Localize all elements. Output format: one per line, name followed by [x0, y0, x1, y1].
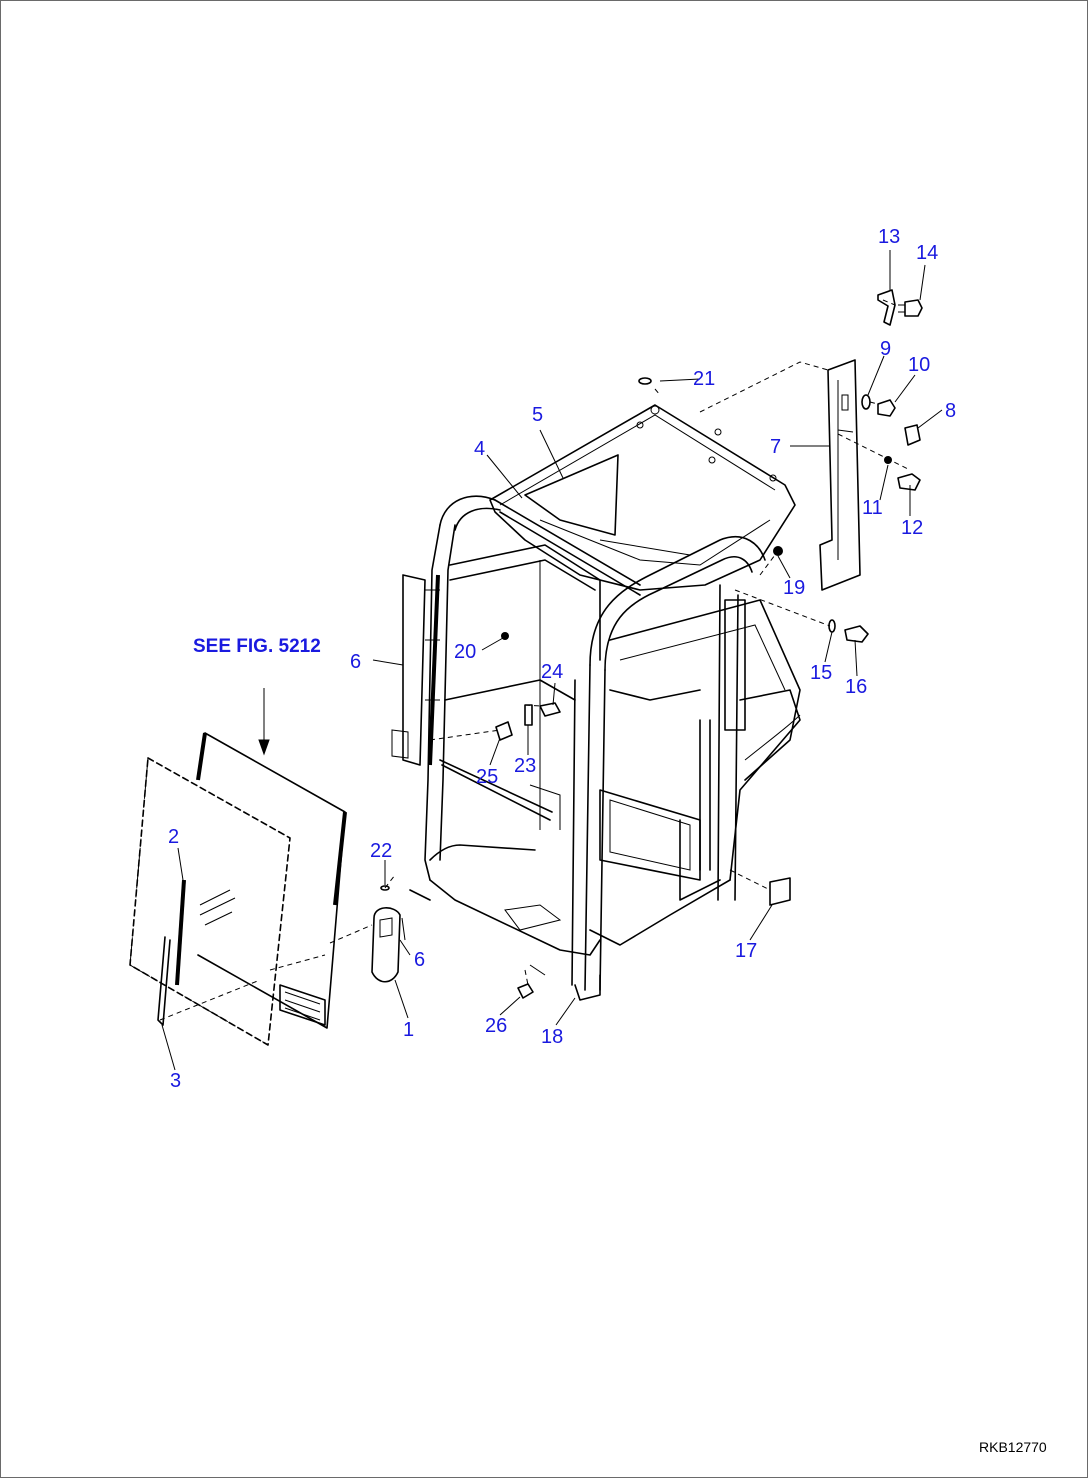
callout-22: 22	[370, 840, 392, 862]
seal-strip-6-upper	[391, 574, 440, 766]
callout-6-lower: 6	[414, 949, 425, 971]
callout-2: 2	[168, 826, 179, 848]
callout-12: 12	[901, 517, 923, 539]
callout-9: 9	[880, 338, 891, 360]
callout-19: 19	[783, 577, 805, 599]
callout-24: 24	[541, 661, 563, 683]
callout-10: 10	[908, 354, 930, 376]
callout-13: 13	[878, 226, 900, 248]
callout-11: 11	[862, 497, 883, 519]
assembly-guide-lines	[129, 299, 911, 1046]
callout-21: 21	[693, 368, 715, 390]
see-figure-reference: SEE FIG. 5212	[193, 636, 321, 657]
callout-labels: 1 2 3 4 5 6 6 7 8 9 10 11 12 13 14 15 16…	[168, 226, 1047, 1455]
callout-1: 1	[403, 1019, 414, 1041]
callout-18: 18	[541, 1026, 563, 1048]
hardware-small-parts	[380, 289, 923, 999]
drawing-code: RKB12770	[979, 1439, 1047, 1455]
callout-leaders	[161, 250, 943, 1071]
callout-15: 15	[810, 662, 832, 684]
callout-4: 4	[474, 438, 485, 460]
callout-17: 17	[735, 940, 757, 962]
cover-plate-7	[819, 359, 861, 591]
callout-23: 23	[514, 755, 536, 777]
callout-16: 16	[845, 676, 867, 698]
callout-3: 3	[170, 1070, 181, 1092]
door-glass-assembly	[129, 732, 406, 1046]
callout-8: 8	[945, 400, 956, 422]
callout-6-upper: 6	[350, 651, 361, 673]
callout-20: 20	[454, 641, 476, 663]
callout-5: 5	[532, 404, 543, 426]
callout-7: 7	[770, 436, 781, 458]
callout-26: 26	[485, 1015, 507, 1037]
callout-14: 14	[916, 242, 938, 264]
cab-frame	[409, 404, 801, 1001]
callout-25: 25	[476, 766, 498, 788]
